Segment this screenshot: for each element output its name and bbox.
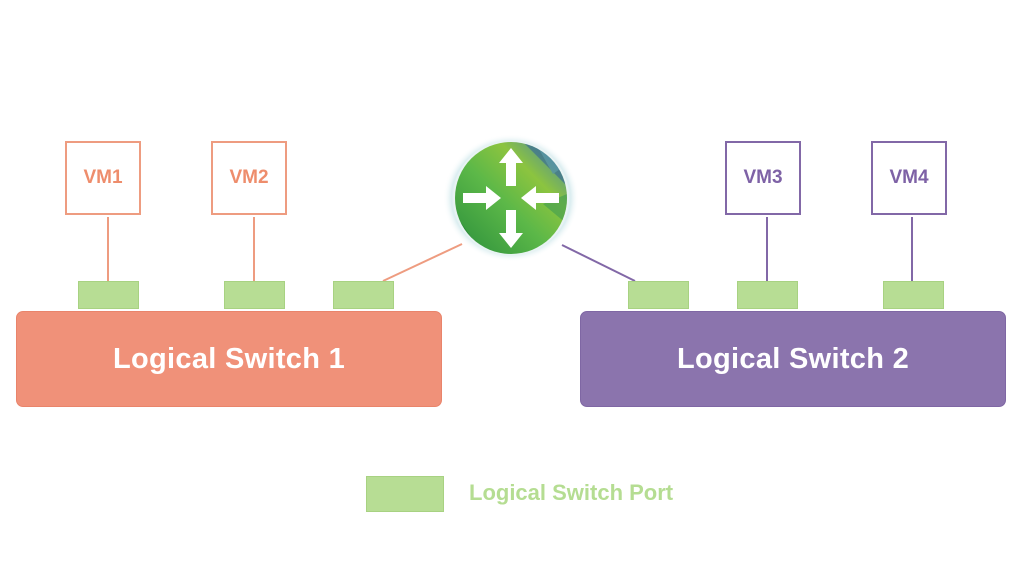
switch2-port-vm4 bbox=[883, 281, 944, 309]
vm1-box: VM1 bbox=[65, 141, 141, 215]
router-icon bbox=[443, 134, 579, 262]
switch1-port-vm1 bbox=[78, 281, 139, 309]
vm2-box: VM2 bbox=[211, 141, 287, 215]
vm4-box: VM4 bbox=[871, 141, 947, 215]
vm4-label: VM4 bbox=[889, 167, 929, 188]
vm3-label: VM3 bbox=[743, 167, 783, 188]
switch2-port-router bbox=[628, 281, 689, 309]
switch1-port-router bbox=[333, 281, 394, 309]
vm2-label: VM2 bbox=[229, 167, 269, 188]
logical-switch-2-label: Logical Switch 2 bbox=[676, 342, 909, 375]
vm1-label: VM1 bbox=[83, 167, 123, 188]
legend-port-swatch bbox=[366, 476, 444, 512]
router-to-switch2-line bbox=[561, 244, 636, 282]
switch1-to-router-line bbox=[382, 243, 463, 282]
legend-port-label: Logical Switch Port bbox=[469, 480, 674, 505]
switch2-port-vm3 bbox=[737, 281, 798, 309]
logical-switch-2: Logical Switch 2 bbox=[580, 311, 1006, 407]
logical-switch-1-label: Logical Switch 1 bbox=[112, 342, 345, 375]
vm3-box: VM3 bbox=[725, 141, 801, 215]
switch1-port-vm2 bbox=[224, 281, 285, 309]
logical-switch-1: Logical Switch 1 bbox=[16, 311, 442, 407]
